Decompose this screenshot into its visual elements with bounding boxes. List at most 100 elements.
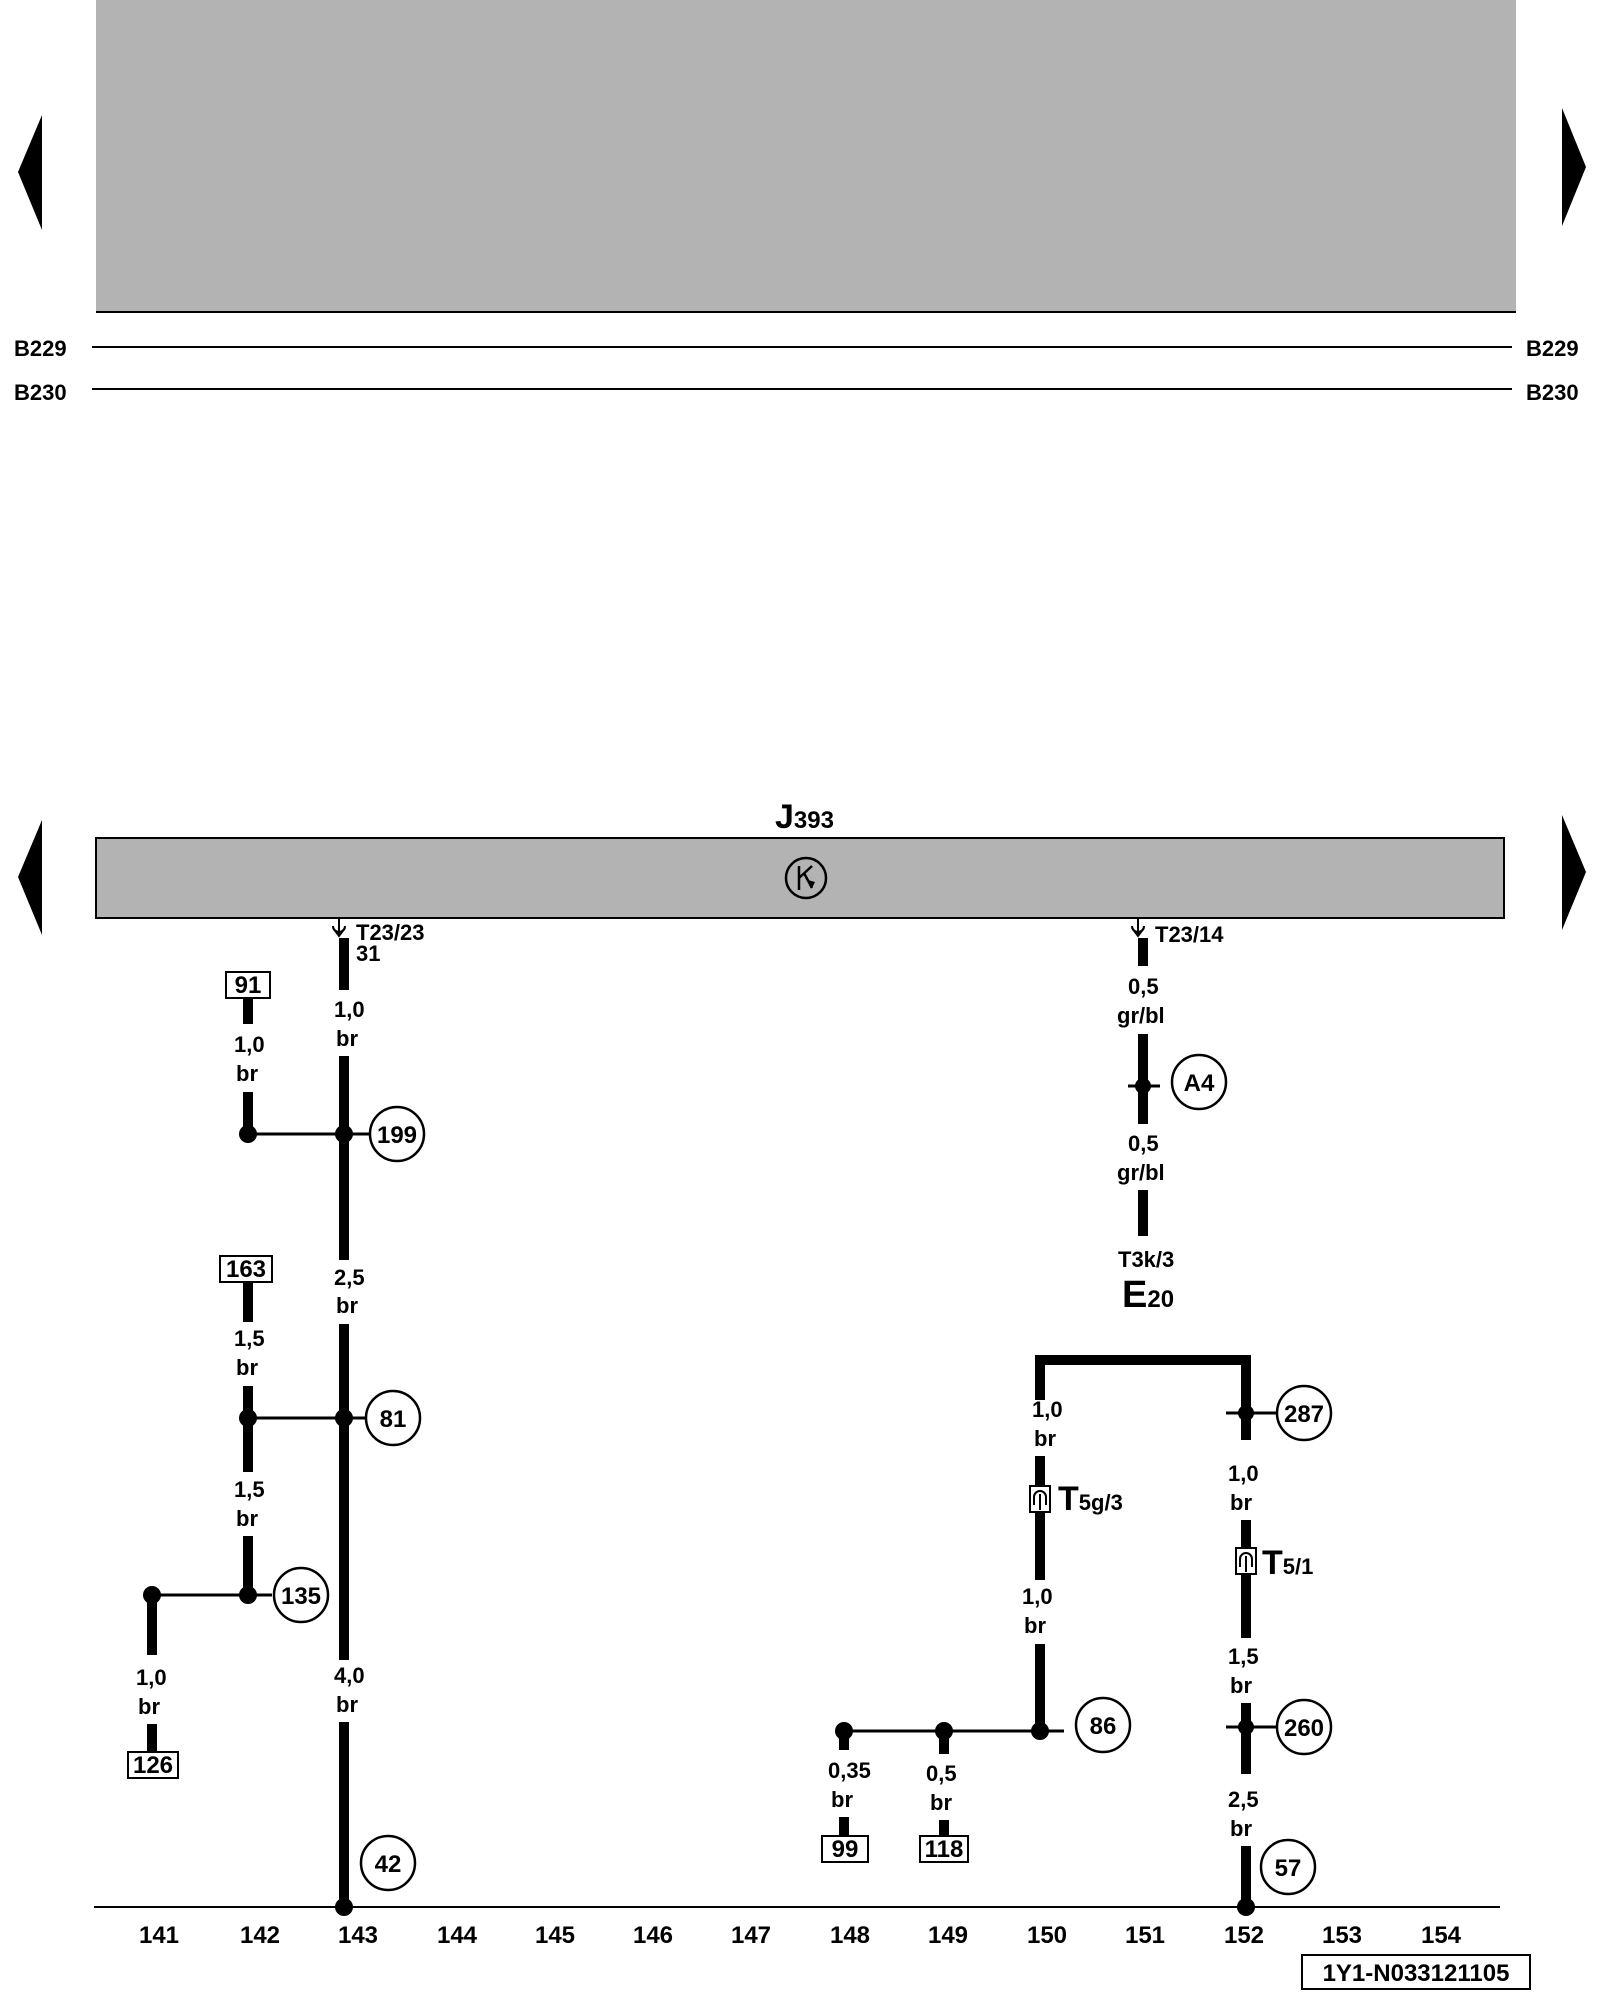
ground-ref-81 <box>364 1389 422 1447</box>
column-number: 144 <box>437 1922 478 1949</box>
ref-box-91 <box>225 971 271 999</box>
wire-color: br <box>1230 1673 1252 1698</box>
wire-color: gr/bl <box>1117 1003 1165 1028</box>
connector-pin-icon <box>1033 1490 1047 1505</box>
ground-ref-260 <box>1275 1698 1333 1756</box>
wire-size: 0,35 <box>828 1758 871 1783</box>
wire-size: 0,5 <box>1128 1131 1159 1156</box>
column-number: 146 <box>633 1922 673 1949</box>
ground-ref-42-label: 42 <box>375 1851 402 1878</box>
wire-size: 0,5 <box>926 1761 957 1786</box>
central-locking-symbol-icon <box>797 865 815 890</box>
bus-label-b230-left: B230 <box>14 380 67 405</box>
triangle-right-icon[interactable] <box>1562 108 1586 226</box>
wire-size: 1,5 <box>1228 1644 1259 1669</box>
connector-arrow-icon <box>332 918 346 938</box>
wire-size: 1,0 <box>1022 1584 1053 1609</box>
ref-box-91-label: 91 <box>235 972 262 999</box>
wire-color: br <box>236 1355 258 1380</box>
column-number: 152 <box>1224 1922 1264 1949</box>
wire-color: br <box>138 1694 160 1719</box>
ground-ref-86-label: 86 <box>1090 1713 1117 1740</box>
ref-box-163 <box>219 1255 273 1283</box>
triangle-left-icon[interactable] <box>18 820 42 935</box>
ground-ref-199 <box>368 1105 426 1163</box>
junction-dot <box>335 1409 353 1427</box>
terminal-t23-23-pin: 31 <box>356 941 380 966</box>
wire-color: br <box>831 1787 853 1812</box>
ref-box-163-label: 163 <box>226 1256 266 1283</box>
wire-size: 1,0 <box>334 997 365 1022</box>
ground-ref-199-label: 199 <box>377 1122 417 1149</box>
bus-label-b230-right: B230 <box>1526 380 1579 405</box>
wire-size: 1,0 <box>1032 1397 1063 1422</box>
ground-ref-260-label: 260 <box>1284 1715 1324 1742</box>
connector-arrow-icon <box>1131 918 1145 938</box>
ground-ref-287-label: 287 <box>1284 1401 1324 1428</box>
column-number: 148 <box>830 1922 870 1949</box>
column-number: 154 <box>1421 1922 1462 1949</box>
bus-label-b229-right: B229 <box>1526 336 1579 361</box>
document-id: 1Y1-N033121105 <box>1323 1960 1510 1987</box>
ground-ref-135 <box>272 1566 330 1624</box>
column-number: 151 <box>1125 1922 1165 1949</box>
connection-ref-a4-label: A4 <box>1184 1070 1215 1097</box>
column-number: 153 <box>1322 1922 1362 1949</box>
wire-150-152-bridge <box>1035 1355 1251 1400</box>
junction-dot <box>1238 1719 1254 1735</box>
column-number: 145 <box>535 1922 575 1949</box>
wire-color: br <box>336 1026 358 1051</box>
connection-ref-a4 <box>1170 1053 1228 1111</box>
wire-size: 1,5 <box>234 1326 265 1351</box>
component-e20: E20 <box>1122 1274 1174 1316</box>
ground-ref-57 <box>1259 1838 1317 1896</box>
ground-ref-287 <box>1275 1384 1333 1442</box>
terminal-t5-1: T5/1 <box>1262 1544 1313 1582</box>
wire-color: br <box>930 1790 952 1815</box>
wire-size: 2,5 <box>334 1265 365 1290</box>
wire-color: br <box>336 1293 358 1318</box>
wire-color: br <box>1230 1816 1252 1841</box>
document-id-box <box>1301 1954 1531 1990</box>
wire-color: br <box>336 1692 358 1717</box>
column-number: 147 <box>731 1922 771 1949</box>
wire-size: 1,0 <box>1228 1461 1259 1486</box>
ref-box-118 <box>919 1835 969 1863</box>
wire-size: 1,5 <box>234 1477 265 1502</box>
terminal-t23-23: T23/23 <box>356 920 425 945</box>
junction-dot <box>239 1586 257 1604</box>
column-number: 141 <box>139 1922 179 1949</box>
connector-pin-icon <box>1239 1552 1253 1567</box>
wire-color: br <box>1024 1613 1046 1638</box>
column-number: 143 <box>338 1922 378 1949</box>
triangle-left-icon[interactable] <box>18 115 42 230</box>
terminal-t5g-3: T5g/3 <box>1058 1480 1123 1518</box>
ground-ref-42 <box>359 1834 417 1892</box>
ground-ref-86 <box>1074 1696 1132 1754</box>
module-name: J393 <box>775 798 834 836</box>
terminal-t23-14: T23/14 <box>1155 922 1224 947</box>
terminal-t3k-3: T3k/3 <box>1118 1247 1174 1272</box>
junction-dot <box>1031 1722 1049 1740</box>
wire-size: 0,5 <box>1128 974 1159 999</box>
bus-label-b229-left: B229 <box>14 336 67 361</box>
column-number: 150 <box>1027 1922 1067 1949</box>
wire-color: br <box>236 1061 258 1086</box>
ref-box-99 <box>821 1835 869 1863</box>
ground-ref-81-label: 81 <box>380 1406 407 1433</box>
wire-color: br <box>1034 1426 1056 1451</box>
wire-size: 1,0 <box>136 1665 167 1690</box>
wire-size: 2,5 <box>1228 1787 1259 1812</box>
junction-dot <box>335 1125 353 1143</box>
ref-box-99-label: 99 <box>832 1836 859 1863</box>
wire-size: 1,0 <box>234 1032 265 1057</box>
ref-box-126-label: 126 <box>133 1752 173 1779</box>
ref-box-126 <box>127 1751 179 1779</box>
column-number-row: 141 142 143 144 145 146 147 148 149 150 … <box>139 1922 1462 1949</box>
module-symbol-circle <box>784 856 828 900</box>
triangle-right-icon[interactable] <box>1562 815 1586 930</box>
column-number: 149 <box>928 1922 968 1949</box>
column-number: 142 <box>240 1922 280 1949</box>
junction-dot <box>1238 1405 1254 1421</box>
